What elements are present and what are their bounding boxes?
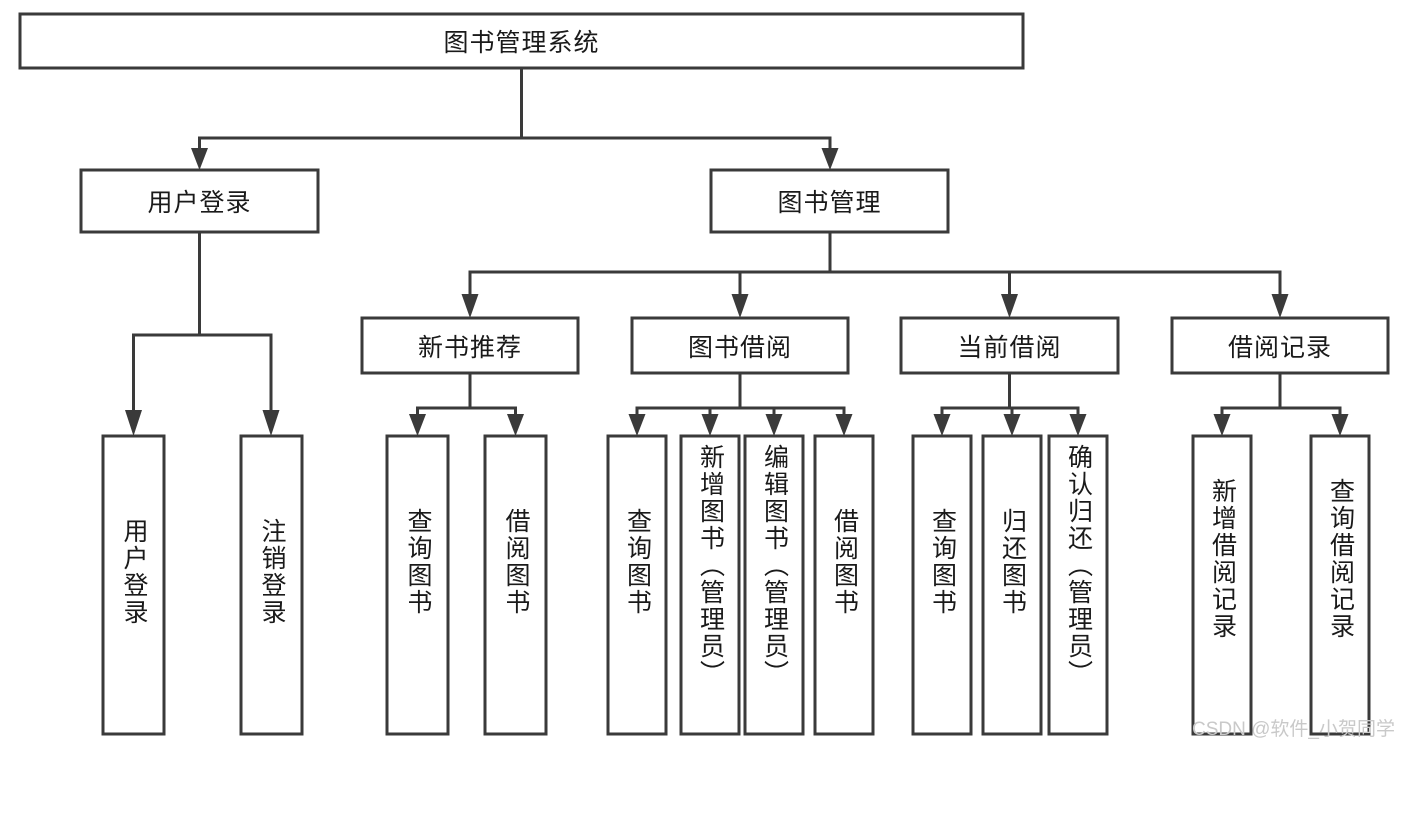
arrow-head-leaf-borrow-book-2 xyxy=(835,414,853,436)
node-box-leaf-edit-book[interactable] xyxy=(743,434,805,736)
node-box-book-management[interactable] xyxy=(709,168,950,234)
node-box-leaf-add-book[interactable] xyxy=(679,434,741,736)
node-box-leaf-add-borrow-record[interactable] xyxy=(1191,434,1253,736)
connector-group-book-borrow xyxy=(628,371,853,436)
connector-group-root xyxy=(191,66,839,170)
node-box-leaf-query-borrow-record[interactable] xyxy=(1309,434,1371,736)
node-box-user-login[interactable] xyxy=(79,168,320,234)
arrow-head-current-borrow xyxy=(1001,294,1018,318)
arrow-head-leaf-query-book-1 xyxy=(409,414,426,436)
arrow-head-leaf-logout xyxy=(262,410,280,436)
node-box-root[interactable] xyxy=(18,12,1025,70)
connector-group-book-management xyxy=(461,230,1289,318)
arrow-head-new-book-recommend xyxy=(461,294,479,318)
arrow-head-leaf-user-login xyxy=(125,410,142,436)
arrow-head-leaf-return-book xyxy=(1003,414,1021,436)
node-box-leaf-logout[interactable] xyxy=(239,434,304,736)
arrow-head-leaf-add-book xyxy=(701,414,719,436)
node-box-current-borrow[interactable] xyxy=(899,316,1120,375)
node-box-leaf-return-book[interactable] xyxy=(981,434,1043,736)
node-box-leaf-query-book-3[interactable] xyxy=(911,434,973,736)
connector-group-borrow-record xyxy=(1213,371,1349,436)
diagram-canvas: 图书管理系统 用户登录 图书管理 新书推荐 图书借阅 当前借阅 借阅记录 用户登… xyxy=(18,12,1395,740)
node-box-new-book-recommend[interactable] xyxy=(360,316,580,375)
arrow-head-leaf-edit-book xyxy=(765,414,783,436)
connector-group-new-book-recommend xyxy=(409,371,524,436)
flowchart-svg xyxy=(18,12,1390,736)
arrow-head-leaf-confirm-return xyxy=(1069,414,1087,436)
node-box-leaf-user-login[interactable] xyxy=(101,434,166,736)
node-box-borrow-record[interactable] xyxy=(1170,316,1390,375)
connector-group-current-borrow xyxy=(933,371,1087,436)
arrow-head-borrow-record xyxy=(1271,294,1289,318)
arrow-head-leaf-borrow-book-1 xyxy=(507,414,524,436)
arrow-head-book-borrow xyxy=(731,294,749,318)
connector-group-user-login xyxy=(125,230,280,436)
node-box-leaf-borrow-book-2[interactable] xyxy=(813,434,875,736)
node-box-book-borrow[interactable] xyxy=(630,316,850,375)
arrow-head-leaf-query-book-3 xyxy=(933,414,951,436)
node-box-leaf-confirm-return[interactable] xyxy=(1047,434,1109,736)
arrow-head-user-login xyxy=(191,148,208,170)
node-box-leaf-borrow-book-1[interactable] xyxy=(483,434,548,736)
arrow-head-book-management xyxy=(821,148,839,170)
node-box-leaf-query-book-2[interactable] xyxy=(606,434,668,736)
node-box-leaf-query-book-1[interactable] xyxy=(385,434,450,736)
arrow-head-leaf-query-borrow-record xyxy=(1331,414,1349,436)
arrow-head-leaf-add-borrow-record xyxy=(1213,414,1231,436)
arrow-head-leaf-query-book-2 xyxy=(628,414,646,436)
